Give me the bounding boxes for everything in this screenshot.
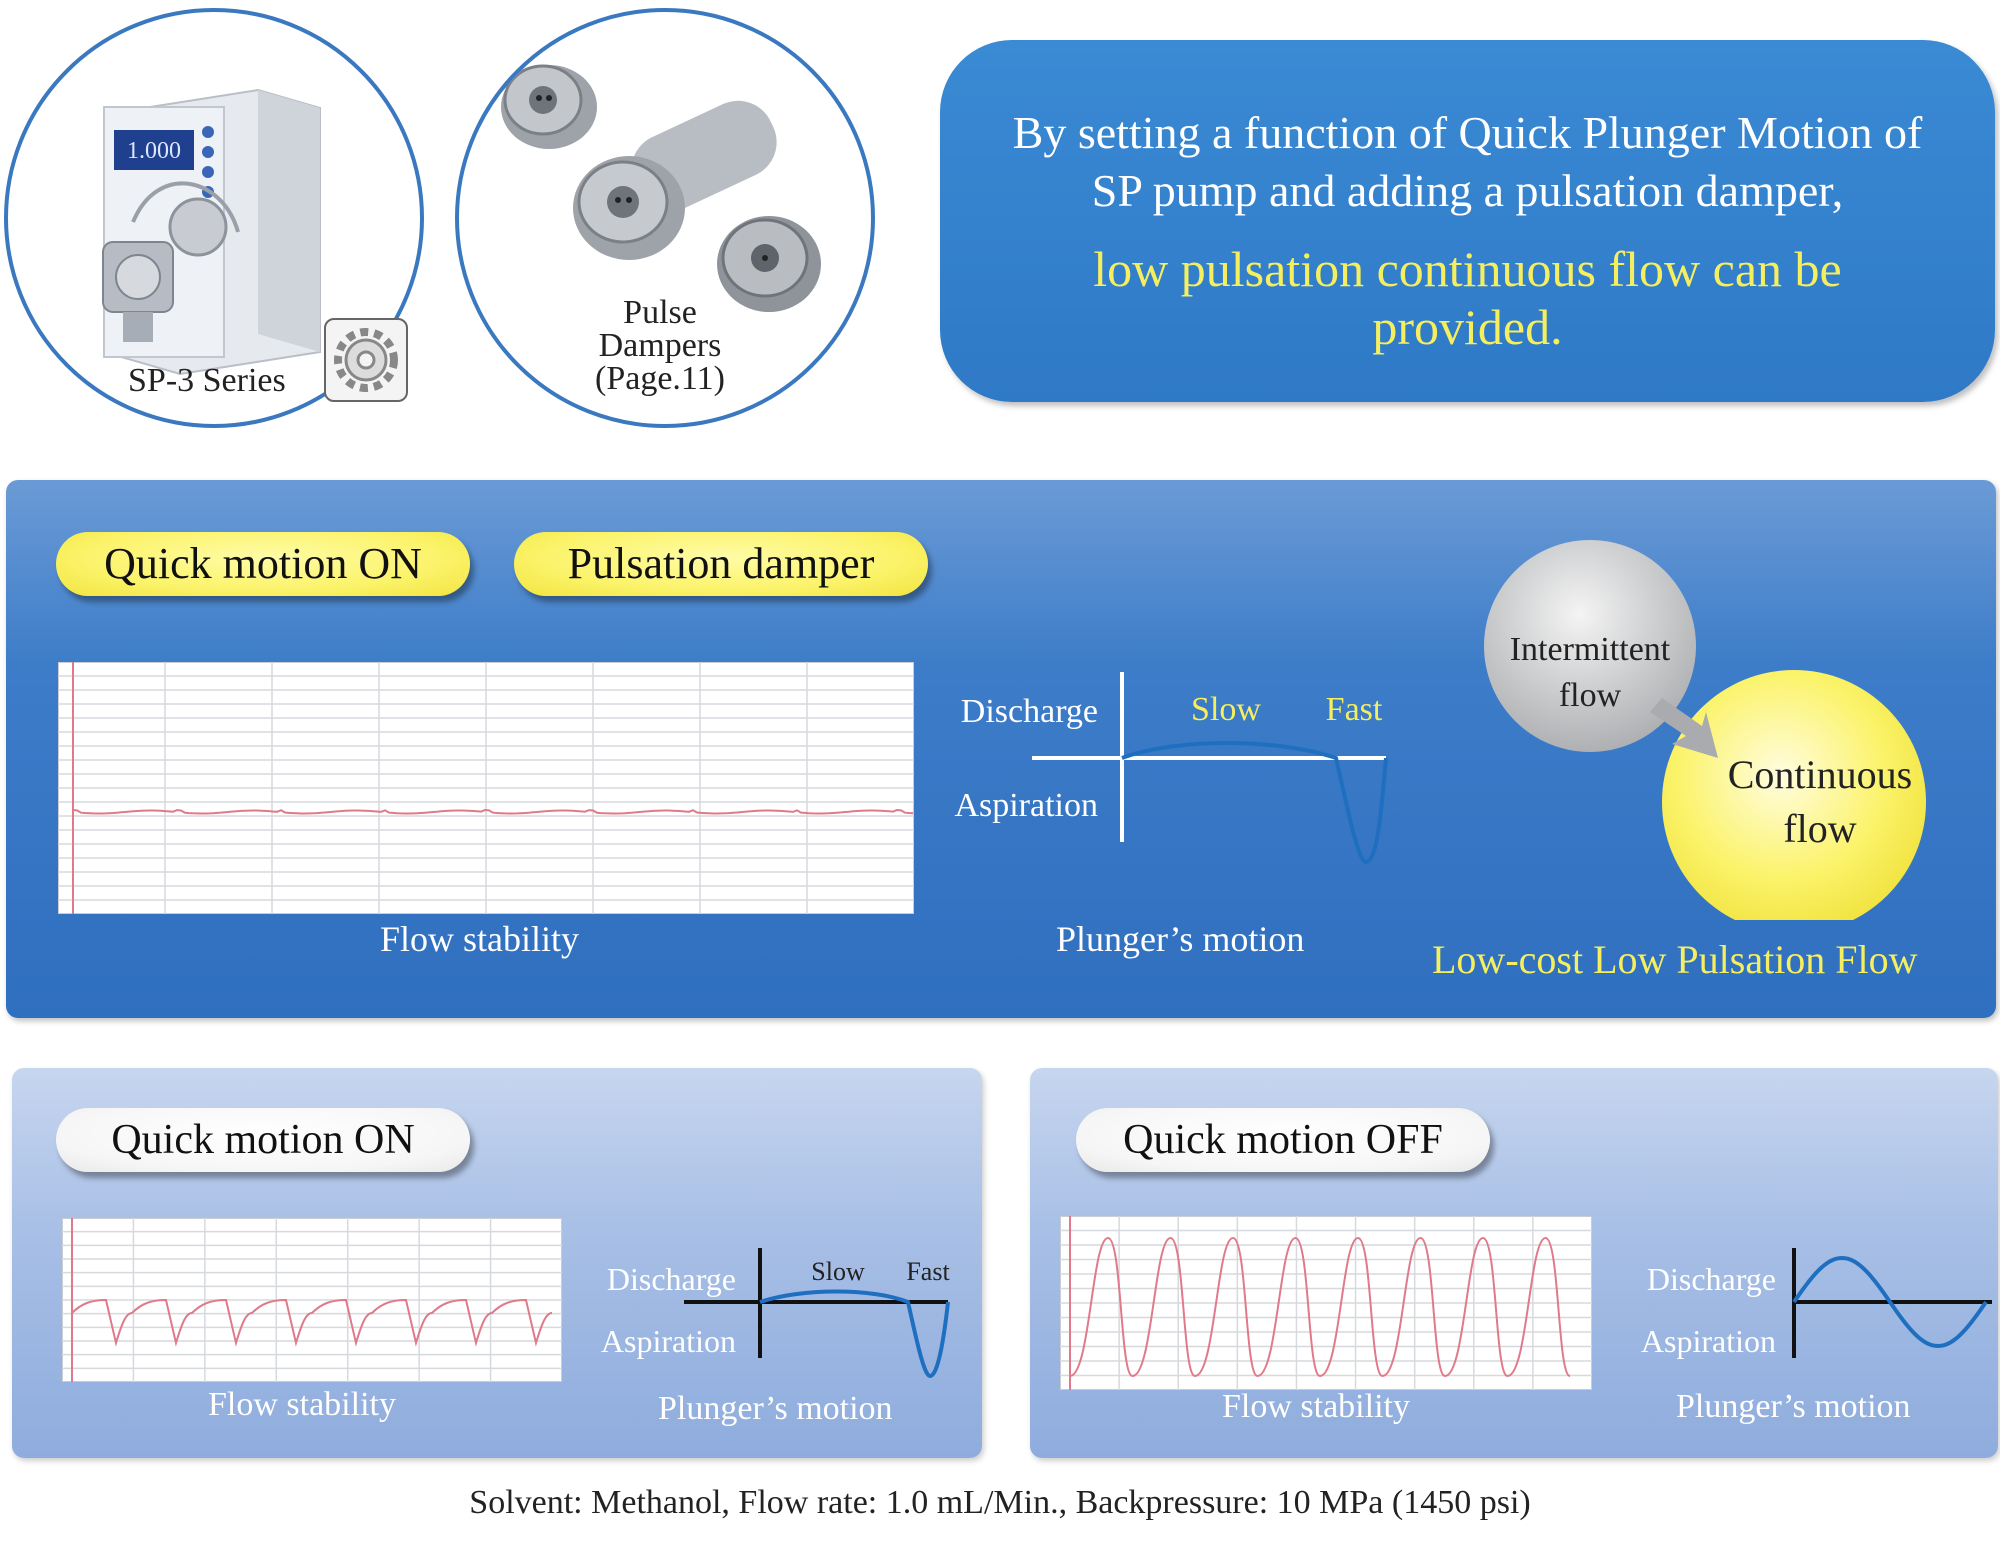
pump-photo-circle: 1.000 — [4, 8, 424, 428]
off-flow-grid — [1060, 1216, 1592, 1390]
off-discharge-label: Discharge — [1647, 1261, 1776, 1297]
main-discharge-label: Discharge — [961, 693, 1098, 730]
on-slow-label: Slow — [811, 1257, 865, 1286]
headline-text: By setting a function of Quick Plunger M… — [1012, 107, 1923, 216]
panel-quick-motion-on: Quick motion ON Flow stability Discharge… — [12, 1068, 982, 1458]
main-panel: Quick motion ON Pulsation damper Flow st… — [6, 480, 1996, 1018]
transition-arrow — [1650, 698, 1718, 758]
on-flow-chart — [62, 1218, 562, 1382]
main-slow-label: Slow — [1191, 691, 1261, 728]
off-plunger-diagram: Discharge Aspiration — [1641, 1248, 1992, 1359]
tag-panel-on: Quick motion ON — [56, 1108, 470, 1172]
on-flow-caption: Flow stability — [208, 1386, 396, 1423]
tag-pulsation-damper: Pulsation damper — [514, 532, 928, 596]
on-plunger-curve — [759, 1289, 950, 1379]
dampers-caption-line3: (Page.11) — [595, 360, 725, 397]
main-fast-label: Fast — [1326, 691, 1383, 728]
continuous-flow-bubble — [1662, 670, 1926, 920]
on-motion-caption: Plunger’s motion — [658, 1390, 893, 1427]
pump-display-value: 1.000 — [127, 138, 181, 164]
tag-quick-motion-on: Quick motion ON — [56, 532, 470, 596]
off-plunger-curve — [1792, 1255, 1988, 1349]
pump-caption: SP-3 Series — [128, 362, 286, 399]
on-flow-grid — [62, 1218, 562, 1382]
tag-panel-off: Quick motion OFF — [1076, 1108, 1490, 1172]
main-plunger-diagram: Discharge Aspiration Slow Fast — [954, 672, 1388, 865]
on-discharge-label: Discharge — [607, 1261, 736, 1297]
intermittent-flow-bubble — [1484, 540, 1696, 752]
dampers-caption-line1: Pulse — [623, 294, 697, 331]
main-motion-caption: Plunger’s motion — [1056, 919, 1305, 959]
main-aspiration-label: Aspiration — [954, 787, 1098, 824]
main-flow-chart — [58, 662, 914, 914]
gear-badge — [324, 318, 408, 402]
intermittent-label-1: Intermittent — [1510, 631, 1671, 668]
off-flow-caption: Flow stability — [1222, 1388, 1410, 1425]
footnote: Solvent: Methanol, Flow rate: 1.0 mL/Min… — [469, 1484, 1531, 1521]
main-flow-grid — [58, 662, 914, 914]
headline-box: By setting a function of Quick Plunger M… — [940, 40, 1995, 402]
off-flow-chart — [1060, 1216, 1592, 1390]
off-aspiration-label: Aspiration — [1641, 1323, 1776, 1359]
on-fast-label: Fast — [906, 1257, 950, 1286]
main-plunger-curve — [1121, 741, 1388, 865]
dampers-caption: Pulse Dampers (Page.11) — [560, 294, 760, 397]
main-flow-caption: Flow stability — [380, 919, 580, 959]
pump-illustration: 1.000 — [102, 88, 321, 376]
headline-highlight: low pulsation continuous flow can be pro… — [1093, 241, 1842, 355]
slogan: Low-cost Low Pulsation Flow — [1432, 937, 1918, 982]
off-motion-caption: Plunger’s motion — [1676, 1388, 1911, 1425]
on-flow-trace — [71, 1298, 553, 1347]
on-plunger-diagram: Discharge Aspiration Slow Fast — [601, 1248, 950, 1379]
flow-transition-graphic: Intermittent flow Continuous flow — [1484, 540, 1926, 920]
dampers-photo-circle — [455, 8, 875, 428]
main-flow-trace — [72, 808, 914, 815]
dampers-illustration — [501, 64, 821, 312]
dampers-caption-line2: Dampers — [598, 327, 722, 364]
on-aspiration-label: Aspiration — [601, 1323, 736, 1359]
gear-icon — [334, 328, 398, 392]
off-flow-trace — [1069, 1236, 1571, 1378]
intermittent-label-2: flow — [1559, 677, 1622, 714]
panel-quick-motion-off: Quick motion OFF Flow stability Discharg… — [1030, 1068, 1998, 1458]
continuous-label-2: flow — [1783, 806, 1856, 851]
continuous-label-1: Continuous — [1728, 752, 1912, 797]
